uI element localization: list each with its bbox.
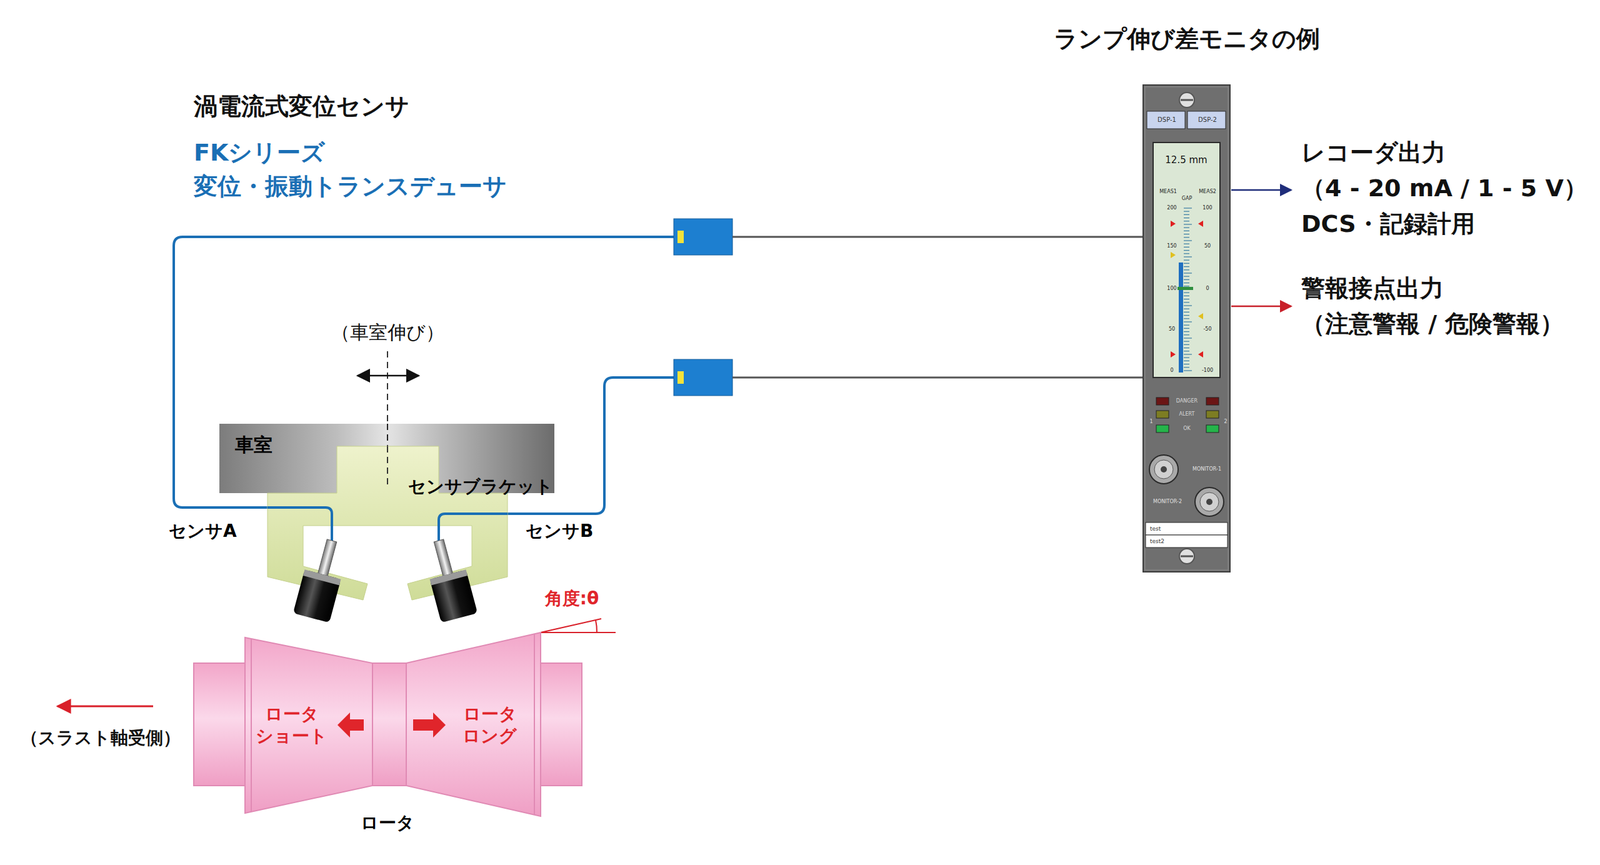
heading: 渦電流式変位センサ (193, 92, 410, 122)
led-label: ALERT (1179, 411, 1195, 418)
scale-number: 150 (1166, 243, 1177, 250)
tab-label: DSP-2 (1198, 116, 1217, 124)
connector-label: MONITOR-2 (1153, 498, 1182, 505)
sensor-b: センサB (400, 515, 600, 641)
scale-number: 200 (1166, 205, 1177, 212)
series-description: 変位・振動トランスデューサ (193, 172, 507, 202)
scale-number: 50 (1168, 326, 1175, 333)
thrust-arrow (57, 705, 154, 708)
scale-header: MEAS2 (1198, 188, 1217, 195)
scale-number: -100 (1201, 367, 1214, 374)
output-label: （注意警報 / 危険警報） (1301, 310, 1564, 339)
sensor-label: センサA (168, 520, 237, 542)
angle-arc (595, 620, 597, 633)
scale-number: 0 (1205, 285, 1209, 292)
rotor-label: ロータ (360, 812, 415, 834)
scale-number: 100 (1202, 205, 1212, 212)
center-line (386, 351, 389, 425)
scale-number: 0 (1170, 367, 1174, 374)
connector-label: MONITOR-1 (1192, 466, 1222, 473)
casing-label: 車室 (235, 433, 273, 457)
rotor-long-label: ロータ ロング (451, 703, 529, 747)
display-value: 12.5 mm (1165, 154, 1207, 166)
tag-text: test2 (1150, 538, 1165, 545)
channel-number: 2 (1223, 418, 1227, 425)
thrust-side-label: （スラスト軸受側） (20, 727, 181, 749)
scale-header: GAP (1181, 195, 1193, 202)
channel-number: 1 (1149, 418, 1153, 425)
rotor-art (193, 631, 582, 841)
output-label: DCS・記録計用 (1301, 210, 1475, 239)
led-label: OK (1183, 425, 1191, 432)
output-label: レコーダ出力 (1301, 138, 1446, 168)
series-name: FKシリーズ (193, 138, 325, 168)
sensor-cable (173, 218, 1144, 517)
led-label: DANGER (1176, 398, 1198, 405)
scale-header: MEAS1 (1159, 188, 1177, 195)
output-label: （4 - 20 mA / 1 - 5 V） (1301, 174, 1588, 204)
alarm-output-arrow (1231, 305, 1292, 308)
angle-slope-line (540, 618, 602, 633)
scale-number: 100 (1166, 285, 1177, 292)
rotor: ロータ ショート ロータ ロングロータ (193, 631, 582, 841)
sensor-label: センサB (525, 520, 594, 542)
expansion-arrow (357, 375, 419, 377)
output-label: 警報接点出力 (1301, 274, 1444, 304)
monitor-title: ランプ伸び差モニタの例 (1053, 25, 1320, 54)
angle-base-line (540, 631, 616, 634)
bracket-label: センサブラケット (408, 476, 554, 498)
recorder-output-arrow (1231, 189, 1292, 192)
expansion-label: （車室伸び） (331, 321, 445, 344)
rotor-short-label: ロータ ショート (253, 703, 330, 747)
sensor-a: センサA (168, 515, 369, 641)
tab-label: DSP-1 (1157, 116, 1177, 124)
scale-number: 50 (1204, 243, 1211, 250)
scale-number: -50 (1203, 326, 1212, 333)
angle-label: 角度:θ (545, 588, 599, 610)
tag-text: test (1150, 525, 1161, 533)
